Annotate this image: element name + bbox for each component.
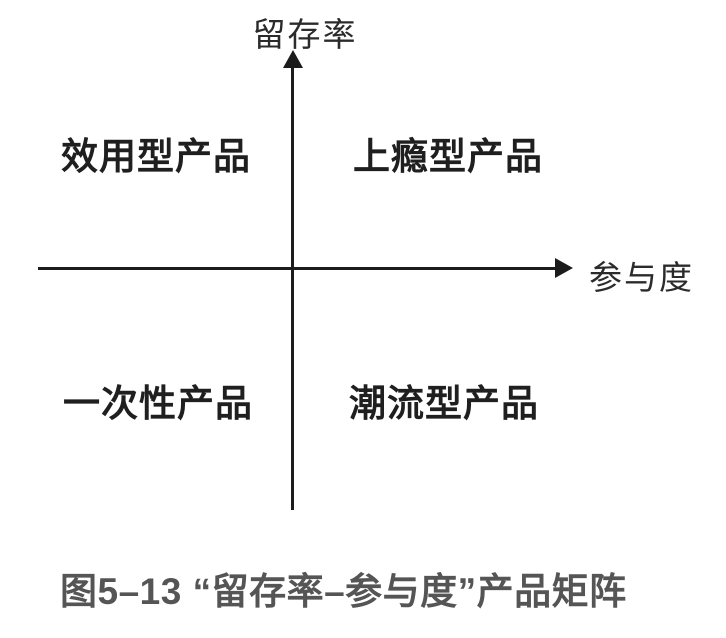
y-axis-line — [291, 64, 294, 510]
quadrant-label-top-left: 效用型产品 — [61, 136, 251, 177]
figure-caption: 图5–13 “留存率–参与度”产品矩阵 — [60, 571, 627, 612]
x-axis-label: 参与度 — [589, 259, 694, 296]
quadrant-label-top-right: 上瘾型产品 — [353, 136, 543, 177]
y-axis-up-arrow-icon — [283, 50, 303, 68]
x-axis-right-arrow-icon — [555, 258, 573, 278]
quadrant-label-bottom-left: 一次性产品 — [63, 383, 253, 424]
y-axis-label: 留存率 — [252, 16, 358, 53]
quadrant-label-bottom-right: 潮流型产品 — [349, 383, 539, 424]
x-axis-line — [38, 267, 558, 270]
